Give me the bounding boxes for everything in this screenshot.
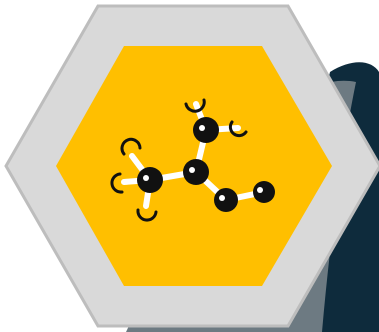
hydrogen-atom <box>184 98 206 113</box>
atom <box>137 167 163 193</box>
hydrogen-atoms <box>110 98 248 222</box>
hydrogen-atom <box>228 120 248 138</box>
hydrogen-atom <box>136 208 158 222</box>
ball-and-stick-molecule-icon <box>110 98 275 222</box>
carbon-atoms <box>137 117 275 212</box>
atom-highlights <box>143 125 263 201</box>
atom <box>193 117 219 143</box>
atom <box>253 181 275 203</box>
atom-highlight <box>199 125 205 131</box>
hydrogen-atom <box>120 137 142 156</box>
atom <box>214 188 238 212</box>
atom-highlight <box>257 187 263 193</box>
atom-highlight <box>189 167 195 173</box>
hydrogen-atom <box>110 172 124 194</box>
atom-highlight <box>219 195 225 201</box>
atom <box>183 159 209 185</box>
atom-highlight <box>143 175 149 181</box>
